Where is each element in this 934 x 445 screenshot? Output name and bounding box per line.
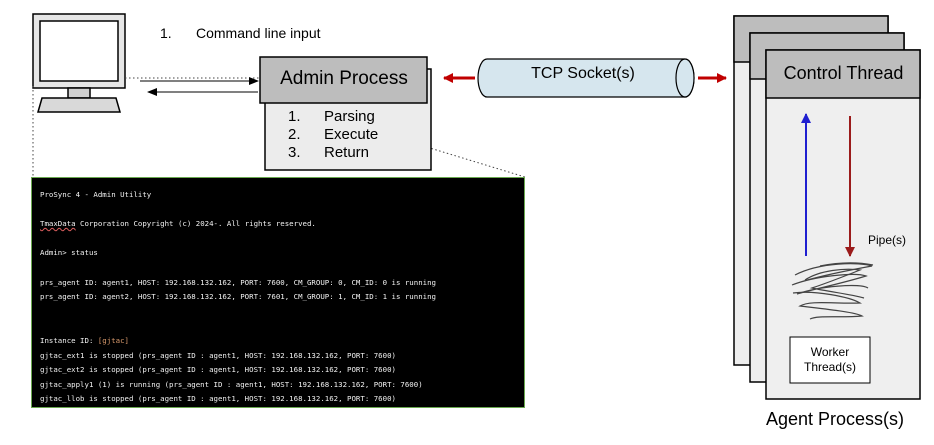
command-input-text: Command line input bbox=[196, 25, 321, 41]
control-thread-label: Control Thread bbox=[783, 63, 904, 83]
terminal-copyright: TmaxData Corporation Copyright (c) 2024-… bbox=[40, 217, 524, 232]
command-input-number: 1. bbox=[160, 25, 172, 41]
terminal-instance-row: gjtac_apply1 (1) is running (prs_agent I… bbox=[40, 379, 423, 389]
tcp-socket-cylinder bbox=[477, 58, 695, 98]
admin-process-box bbox=[259, 56, 432, 171]
worker-thread-box bbox=[789, 336, 871, 384]
step-item: 2. Execute bbox=[288, 126, 378, 144]
computer-monitor-icon bbox=[32, 13, 126, 113]
agent-process-stack bbox=[733, 15, 921, 400]
thread-scribble-icon bbox=[791, 262, 874, 320]
step-number: 3. bbox=[288, 144, 301, 161]
command-input-label: 1. Command line input bbox=[160, 25, 321, 41]
terminal-copyright-text: Corporation Copyright (c) 2024-. All rig… bbox=[75, 219, 316, 229]
admin-steps-list: 1. Parsing 2. Execute 3. Return bbox=[288, 108, 378, 162]
terminal-instance-row: gjtac_ext1 is stopped (prs_agent ID : ag… bbox=[40, 350, 396, 360]
terminal-instance-line: Instance ID: [gjtac] bbox=[40, 334, 524, 349]
terminal-header: ProSync 4 - Admin Utility bbox=[40, 190, 152, 199]
terminal-instance-prefix: Instance ID: bbox=[40, 335, 98, 345]
admin-terminal: ProSync 4 - Admin Utility TmaxData Corpo… bbox=[31, 177, 525, 408]
worker-thread-label: Worker Thread(s) bbox=[803, 345, 856, 374]
pipes-label: Pipe(s) bbox=[868, 233, 907, 247]
step-item: 1. Parsing bbox=[288, 108, 378, 126]
step-label: Parsing bbox=[324, 108, 375, 125]
terminal-agent-line: prs_agent ID: agent1, HOST: 192.168.132.… bbox=[40, 277, 437, 287]
step-label: Execute bbox=[324, 126, 379, 143]
terminal-instance-id: [gjtac] bbox=[97, 335, 130, 345]
step-item: 3. Return bbox=[288, 144, 378, 162]
step-number: 2. bbox=[288, 126, 301, 143]
terminal-agent-line: prs_agent ID: agent2, HOST: 192.168.132.… bbox=[40, 292, 437, 302]
dotted-zoom-line-right bbox=[419, 144, 526, 178]
tcp-socket-label: TCP Socket(s) bbox=[531, 65, 635, 82]
step-number: 1. bbox=[288, 108, 301, 125]
terminal-company: TmaxData bbox=[40, 219, 76, 229]
terminal-prompt: Admin> status bbox=[40, 248, 98, 258]
terminal-instance-row: gjtac_ext2 is stopped (prs_agent ID : ag… bbox=[40, 365, 396, 375]
terminal-instance-row: gjtac_llob is stopped (prs_agent ID : ag… bbox=[40, 394, 396, 404]
agent-process-caption: Agent Process(s) bbox=[765, 409, 905, 429]
step-label: Return bbox=[324, 144, 370, 161]
admin-process-title: Admin Process bbox=[280, 68, 408, 89]
